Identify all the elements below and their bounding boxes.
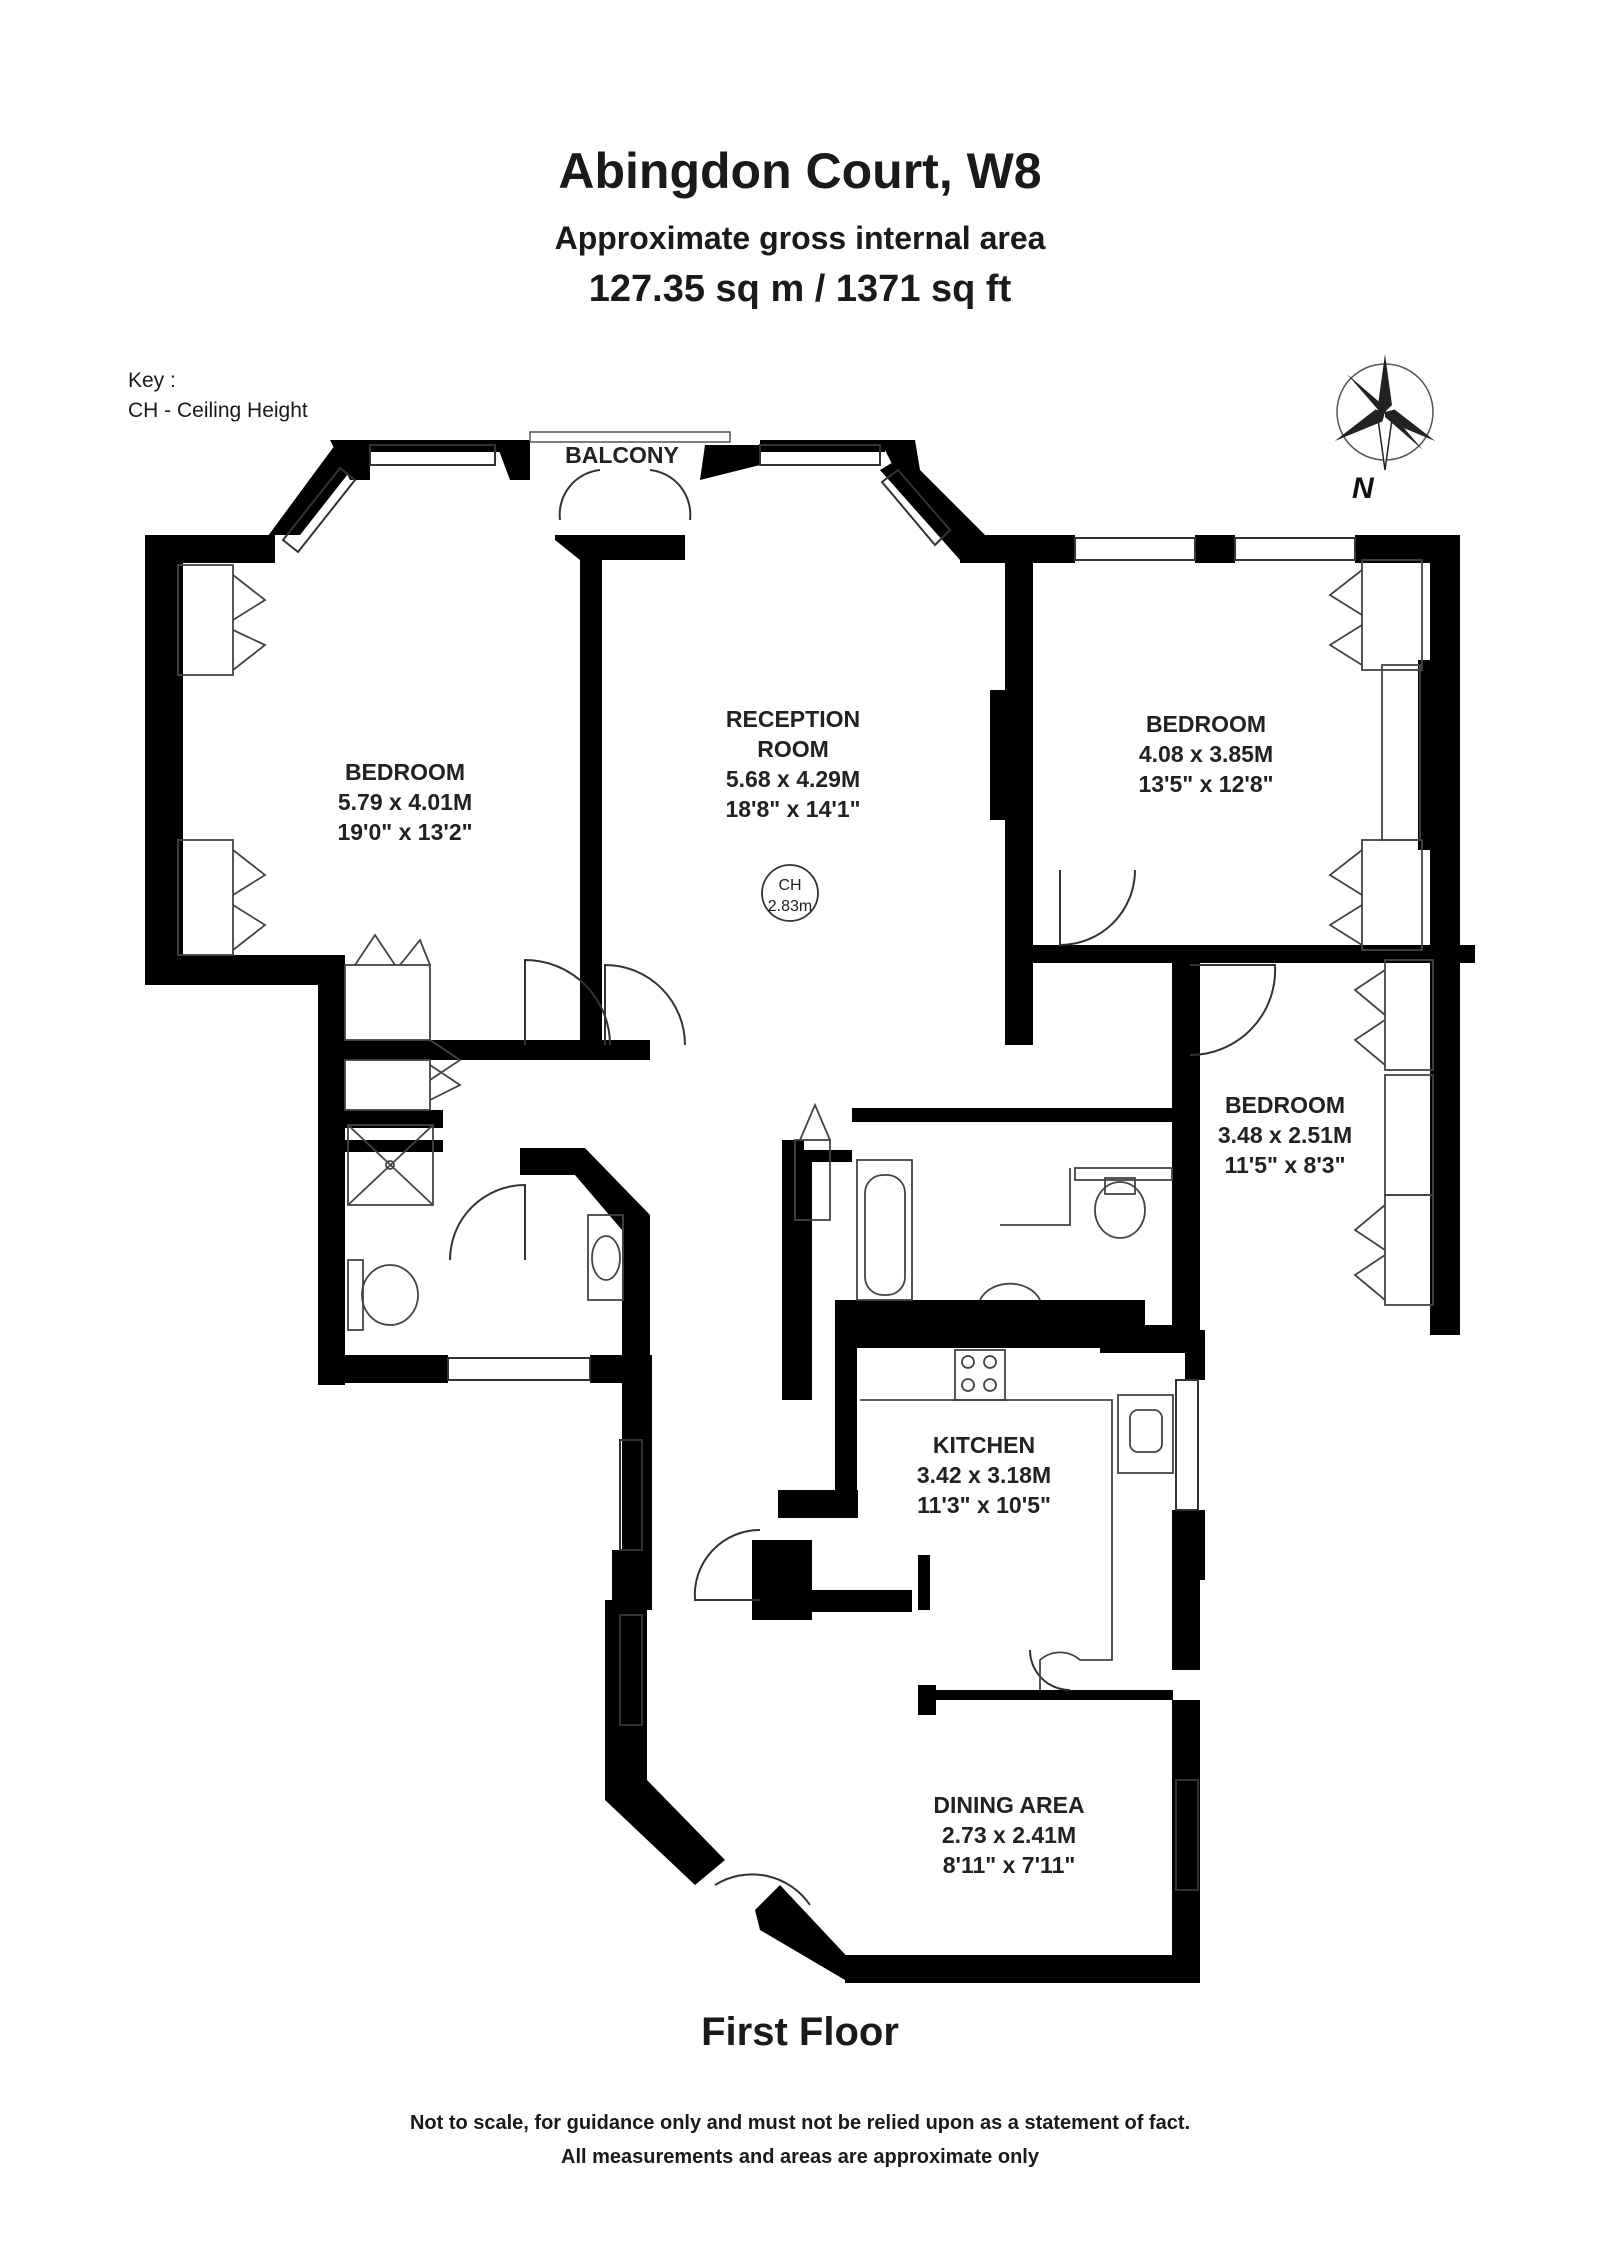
page-title: Abingdon Court, W8 xyxy=(558,143,1042,199)
disclaimer-line-2: All measurements and areas are approxima… xyxy=(561,2146,1039,2168)
page-subtitle: Approximate gross internal area xyxy=(554,220,1046,256)
room-name: BEDROOM xyxy=(1225,1092,1345,1118)
compass-label: N xyxy=(1352,472,1375,505)
windows xyxy=(281,444,1356,1891)
room-name: KITCHEN xyxy=(933,1432,1035,1458)
room-dining-area: DINING AREA 2.73 x 2.41M 8'11" x 7'11" xyxy=(933,1792,1084,1878)
room-imperial: 19'0" x 13'2" xyxy=(337,819,472,845)
bathroom-fixtures xyxy=(347,1124,1174,1690)
room-name: BEDROOM xyxy=(1146,711,1266,737)
room-name-line1: RECEPTION xyxy=(726,706,860,732)
key-entry: CH - Ceiling Height xyxy=(128,399,308,422)
room-metric: 5.79 x 4.01M xyxy=(338,789,472,815)
room-imperial: 8'11" x 7'11" xyxy=(943,1852,1076,1878)
room-metric: 3.48 x 2.51M xyxy=(1218,1122,1352,1148)
key-legend: Key : CH - Ceiling Height xyxy=(128,366,308,426)
room-bedroom-3: BEDROOM 3.48 x 2.51M 11'5" x 8'3" xyxy=(1218,1092,1352,1178)
room-metric: 3.42 x 3.18M xyxy=(917,1462,1051,1488)
gross-area: 127.35 sq m / 1371 sq ft xyxy=(588,268,1012,310)
room-metric: 2.73 x 2.41M xyxy=(942,1822,1076,1848)
room-reception: RECEPTION ROOM 5.68 x 4.29M 18'8" x 14'1… xyxy=(725,706,860,822)
room-bedroom-1: BEDROOM 5.79 x 4.01M 19'0" x 13'2" xyxy=(337,759,472,845)
doors xyxy=(449,469,1277,1906)
key-heading: Key : xyxy=(128,369,176,392)
room-imperial: 13'5" x 12'8" xyxy=(1138,771,1273,797)
ceiling-height-value: 2.83m xyxy=(768,898,812,915)
walls xyxy=(145,440,1475,1983)
floor-label: First Floor xyxy=(701,2010,899,2054)
compass-icon xyxy=(1334,354,1436,471)
disclaimer-line-1: Not to scale, for guidance only and must… xyxy=(409,2112,1191,2134)
room-bedroom-2: BEDROOM 4.08 x 3.85M 13'5" x 12'8" xyxy=(1138,711,1273,797)
room-metric: 4.08 x 3.85M xyxy=(1139,741,1273,767)
wardrobes xyxy=(177,559,1434,1306)
room-name-line2: ROOM xyxy=(757,736,829,762)
room-name: DINING AREA xyxy=(933,1792,1084,1818)
balcony-rail xyxy=(529,431,731,443)
room-metric: 5.68 x 4.29M xyxy=(726,766,860,792)
ceiling-marker-label: CH xyxy=(778,877,801,894)
room-imperial: 11'3" x 10'5" xyxy=(917,1492,1051,1518)
balcony-label: BALCONY xyxy=(565,442,679,468)
room-imperial: 11'5" x 8'3" xyxy=(1224,1152,1345,1178)
room-imperial: 18'8" x 14'1" xyxy=(725,796,860,822)
ceiling-height-marker xyxy=(761,864,819,922)
room-name: BEDROOM xyxy=(345,759,465,785)
room-kitchen: KITCHEN 3.42 x 3.18M 11'3" x 10'5" xyxy=(917,1432,1051,1518)
